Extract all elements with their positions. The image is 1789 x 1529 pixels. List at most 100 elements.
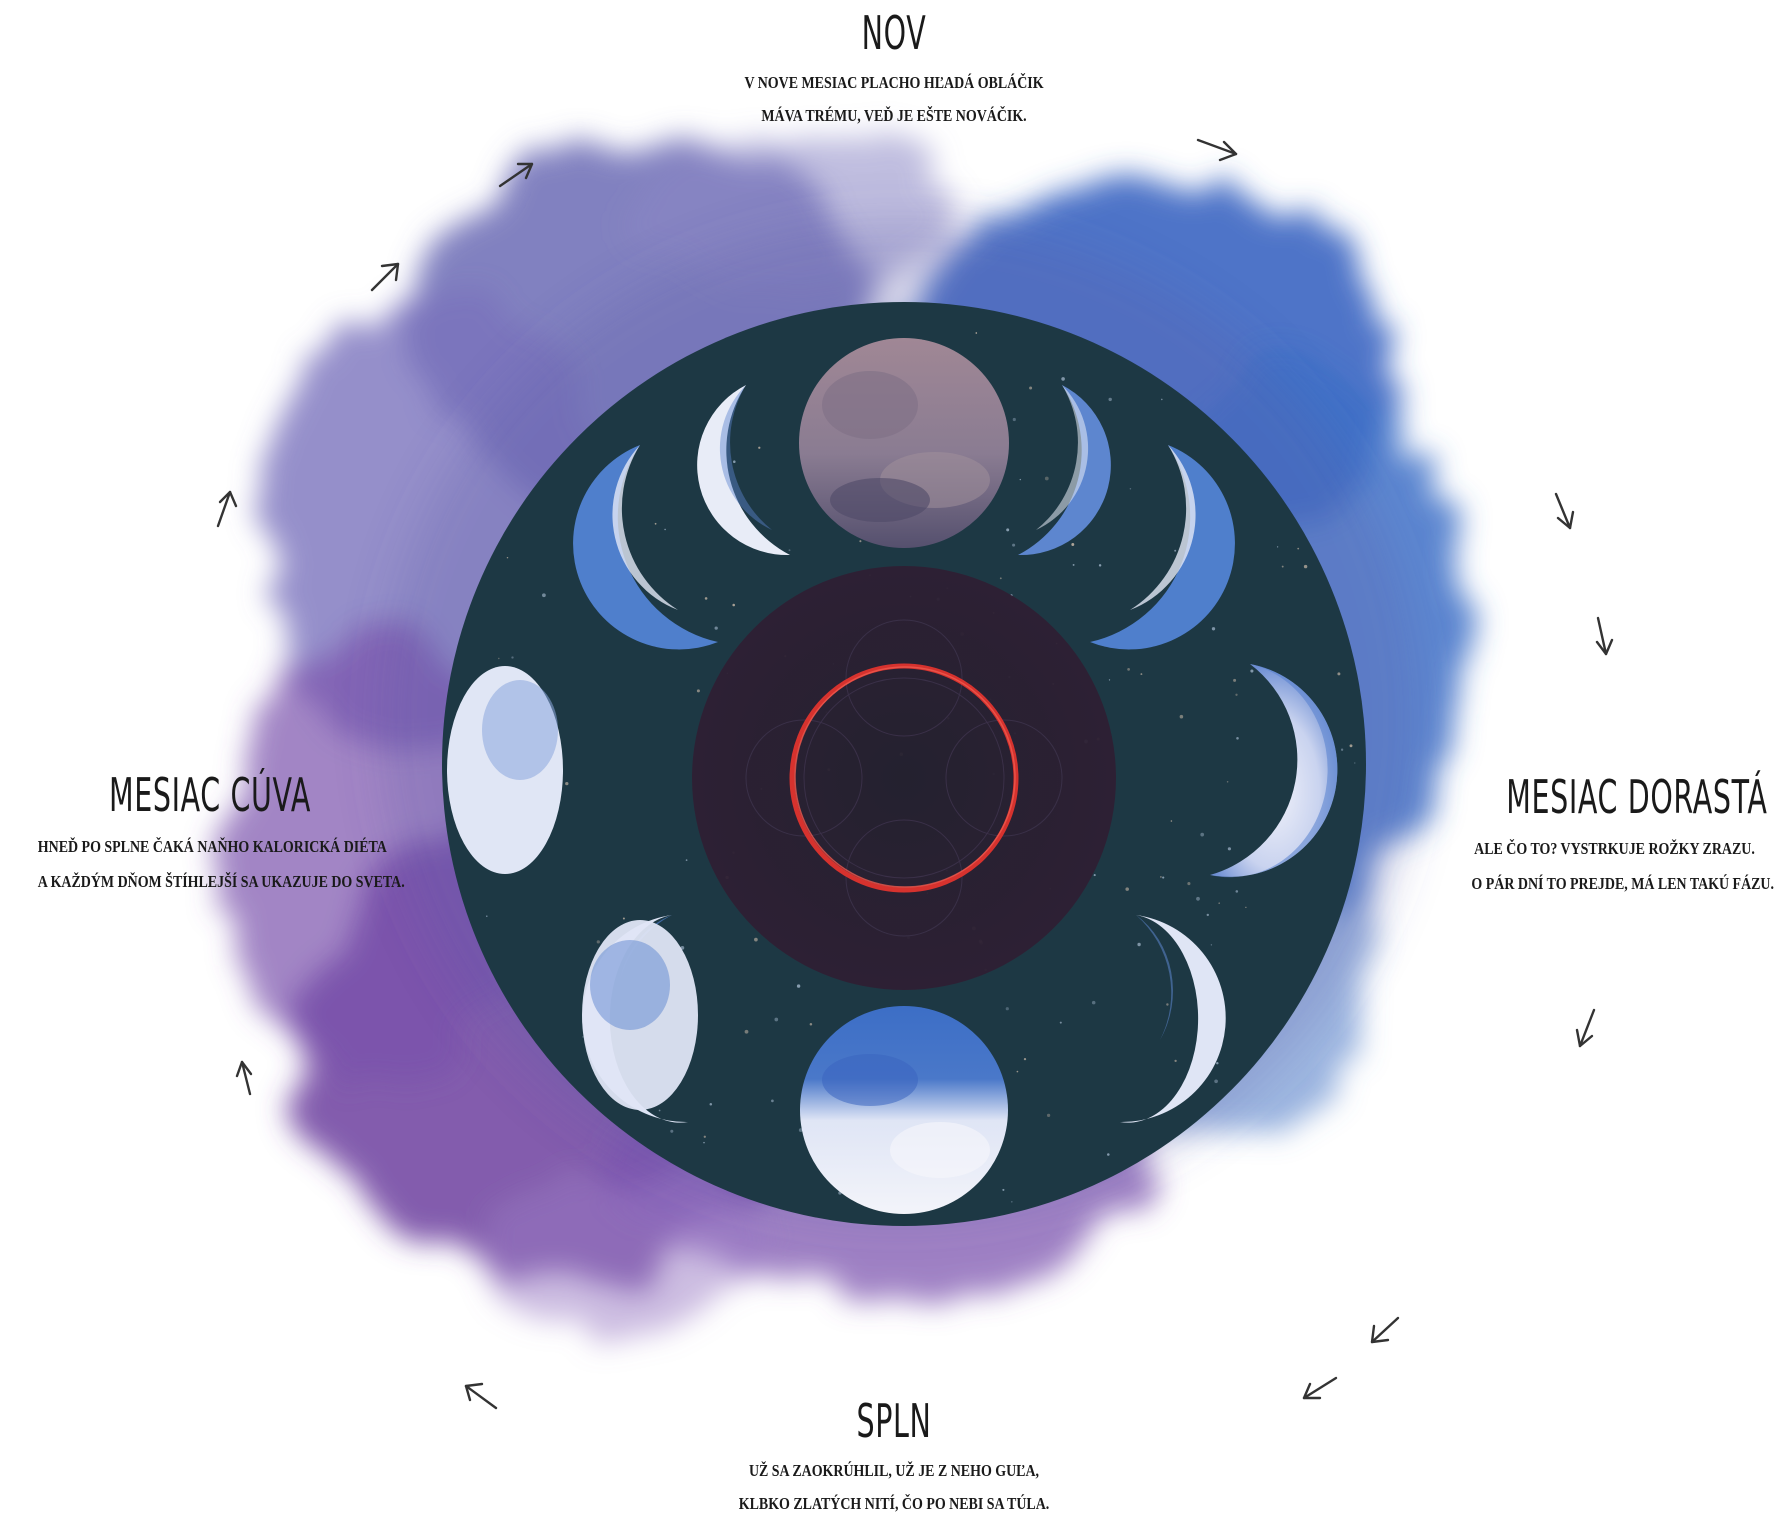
star <box>704 597 708 600</box>
star <box>809 1022 813 1026</box>
star <box>1276 546 1279 548</box>
star <box>1250 669 1254 673</box>
phase-verse-line: UŽ SA ZAOKRÚHLIL, UŽ JE Z NEHO GUĽA, <box>748 1461 1040 1480</box>
cycle-arrows <box>216 138 1614 1410</box>
arrow-icon <box>235 1060 253 1096</box>
star <box>1218 902 1220 904</box>
star <box>1010 1200 1013 1203</box>
star <box>1005 1007 1009 1011</box>
phase-title: NOV <box>861 6 927 60</box>
star <box>670 1129 674 1133</box>
phase-title: MESIAC CÚVA <box>109 768 311 822</box>
arrow-icon <box>1196 138 1238 162</box>
star <box>1140 673 1143 676</box>
star <box>664 528 666 531</box>
star <box>1016 1070 1019 1073</box>
star <box>511 656 514 659</box>
star <box>1226 781 1229 783</box>
star <box>754 937 758 942</box>
star <box>1107 1153 1110 1156</box>
cloud-purple-bottom-far <box>490 1170 770 1330</box>
phase-title: SPLN <box>856 1394 932 1448</box>
phase-verse-line: MÁVA TRÉMU, VEĎ JE EŠTE NOVÁČIK. <box>761 106 1027 125</box>
star <box>1059 1021 1062 1024</box>
star <box>1200 832 1205 837</box>
phase-label-new-moon: NOV V NOVE MESIAC PLACHO HĽADÁ OBLÁČIK M… <box>594 6 1194 126</box>
arrow-icon <box>216 490 238 528</box>
moon-waning-crescent-thin-shade <box>719 385 772 530</box>
star <box>1349 744 1353 748</box>
star <box>1187 882 1191 886</box>
phase-verse-line: HNEĎ PO SPLNE ČAKÁ NAŇHO KALORICKÁ DIÉTA <box>37 837 387 856</box>
star <box>1023 1057 1027 1061</box>
star <box>1245 906 1247 908</box>
moon-new <box>799 338 1009 548</box>
moon-waxing-crescent-highlight <box>1130 445 1196 610</box>
star <box>1196 896 1200 901</box>
moon-waxing-crescent <box>1090 445 1235 650</box>
star <box>1235 890 1239 893</box>
star <box>1174 1059 1177 1063</box>
arrow-icon <box>464 1382 498 1410</box>
star <box>1108 679 1111 681</box>
phase-title: MESIAC DORASTÁ <box>1506 770 1768 824</box>
arrow-icon <box>1575 1008 1596 1048</box>
phase-label-waxing: MESIAC DORASTÁ ALE ČO TO? VYSTRKUJE ROŽK… <box>1440 770 1789 894</box>
star <box>1174 549 1177 552</box>
star <box>1127 668 1130 671</box>
star <box>714 626 718 630</box>
star <box>796 984 801 988</box>
star <box>696 689 700 693</box>
star <box>1046 1113 1051 1118</box>
star <box>1170 820 1173 822</box>
star <box>1137 942 1141 947</box>
star <box>1071 543 1075 546</box>
star <box>1214 1079 1218 1084</box>
star <box>1281 565 1284 568</box>
star <box>1019 478 1022 481</box>
star <box>1210 944 1213 946</box>
arrow-icon <box>1554 492 1575 530</box>
phase-verse-line: ALE ČO TO? VYSTRKUJE ROŽKY ZRAZU. <box>1474 839 1755 858</box>
arrow-icon <box>370 262 400 292</box>
star <box>1125 887 1129 891</box>
moon-full <box>800 1006 1008 1214</box>
center-region <box>692 566 1116 990</box>
star <box>1162 876 1165 879</box>
star <box>758 446 761 449</box>
star <box>1029 386 1033 390</box>
star <box>498 657 500 660</box>
star <box>1093 874 1096 877</box>
star <box>1211 627 1216 631</box>
phase-label-full-moon: SPLN UŽ SA ZAOKRÚHLIL, UŽ JE Z NEHO GUĽA… <box>594 1394 1194 1514</box>
star <box>788 549 791 552</box>
star <box>582 1036 584 1038</box>
arrow-icon <box>498 162 534 188</box>
star <box>999 577 1002 580</box>
star <box>771 1099 774 1103</box>
star <box>1108 397 1112 402</box>
phase-verse-line: A KAŽDÝM DŇOM ŠTÍHLEJŠÍ SA UKAZUJE DO SV… <box>37 872 405 891</box>
star <box>975 332 978 334</box>
star <box>703 1141 705 1144</box>
star <box>685 859 688 861</box>
phase-label-waning: MESIAC CÚVA HNEĎ PO SPLNE ČAKÁ NAŇHO KAL… <box>0 768 420 892</box>
star <box>1340 748 1344 751</box>
arrow-icon <box>1370 1316 1400 1344</box>
star <box>596 940 600 944</box>
star <box>658 1109 661 1112</box>
star <box>1044 476 1049 481</box>
moon-waning-crescent-thin <box>697 385 790 556</box>
star <box>733 460 736 463</box>
star <box>1233 678 1237 682</box>
star <box>654 522 657 525</box>
star <box>486 915 488 917</box>
star <box>1166 1003 1169 1006</box>
star <box>859 540 862 543</box>
star <box>1297 547 1300 550</box>
star <box>1012 417 1016 422</box>
star <box>1227 847 1231 851</box>
star <box>798 1128 803 1132</box>
star <box>1072 563 1075 566</box>
